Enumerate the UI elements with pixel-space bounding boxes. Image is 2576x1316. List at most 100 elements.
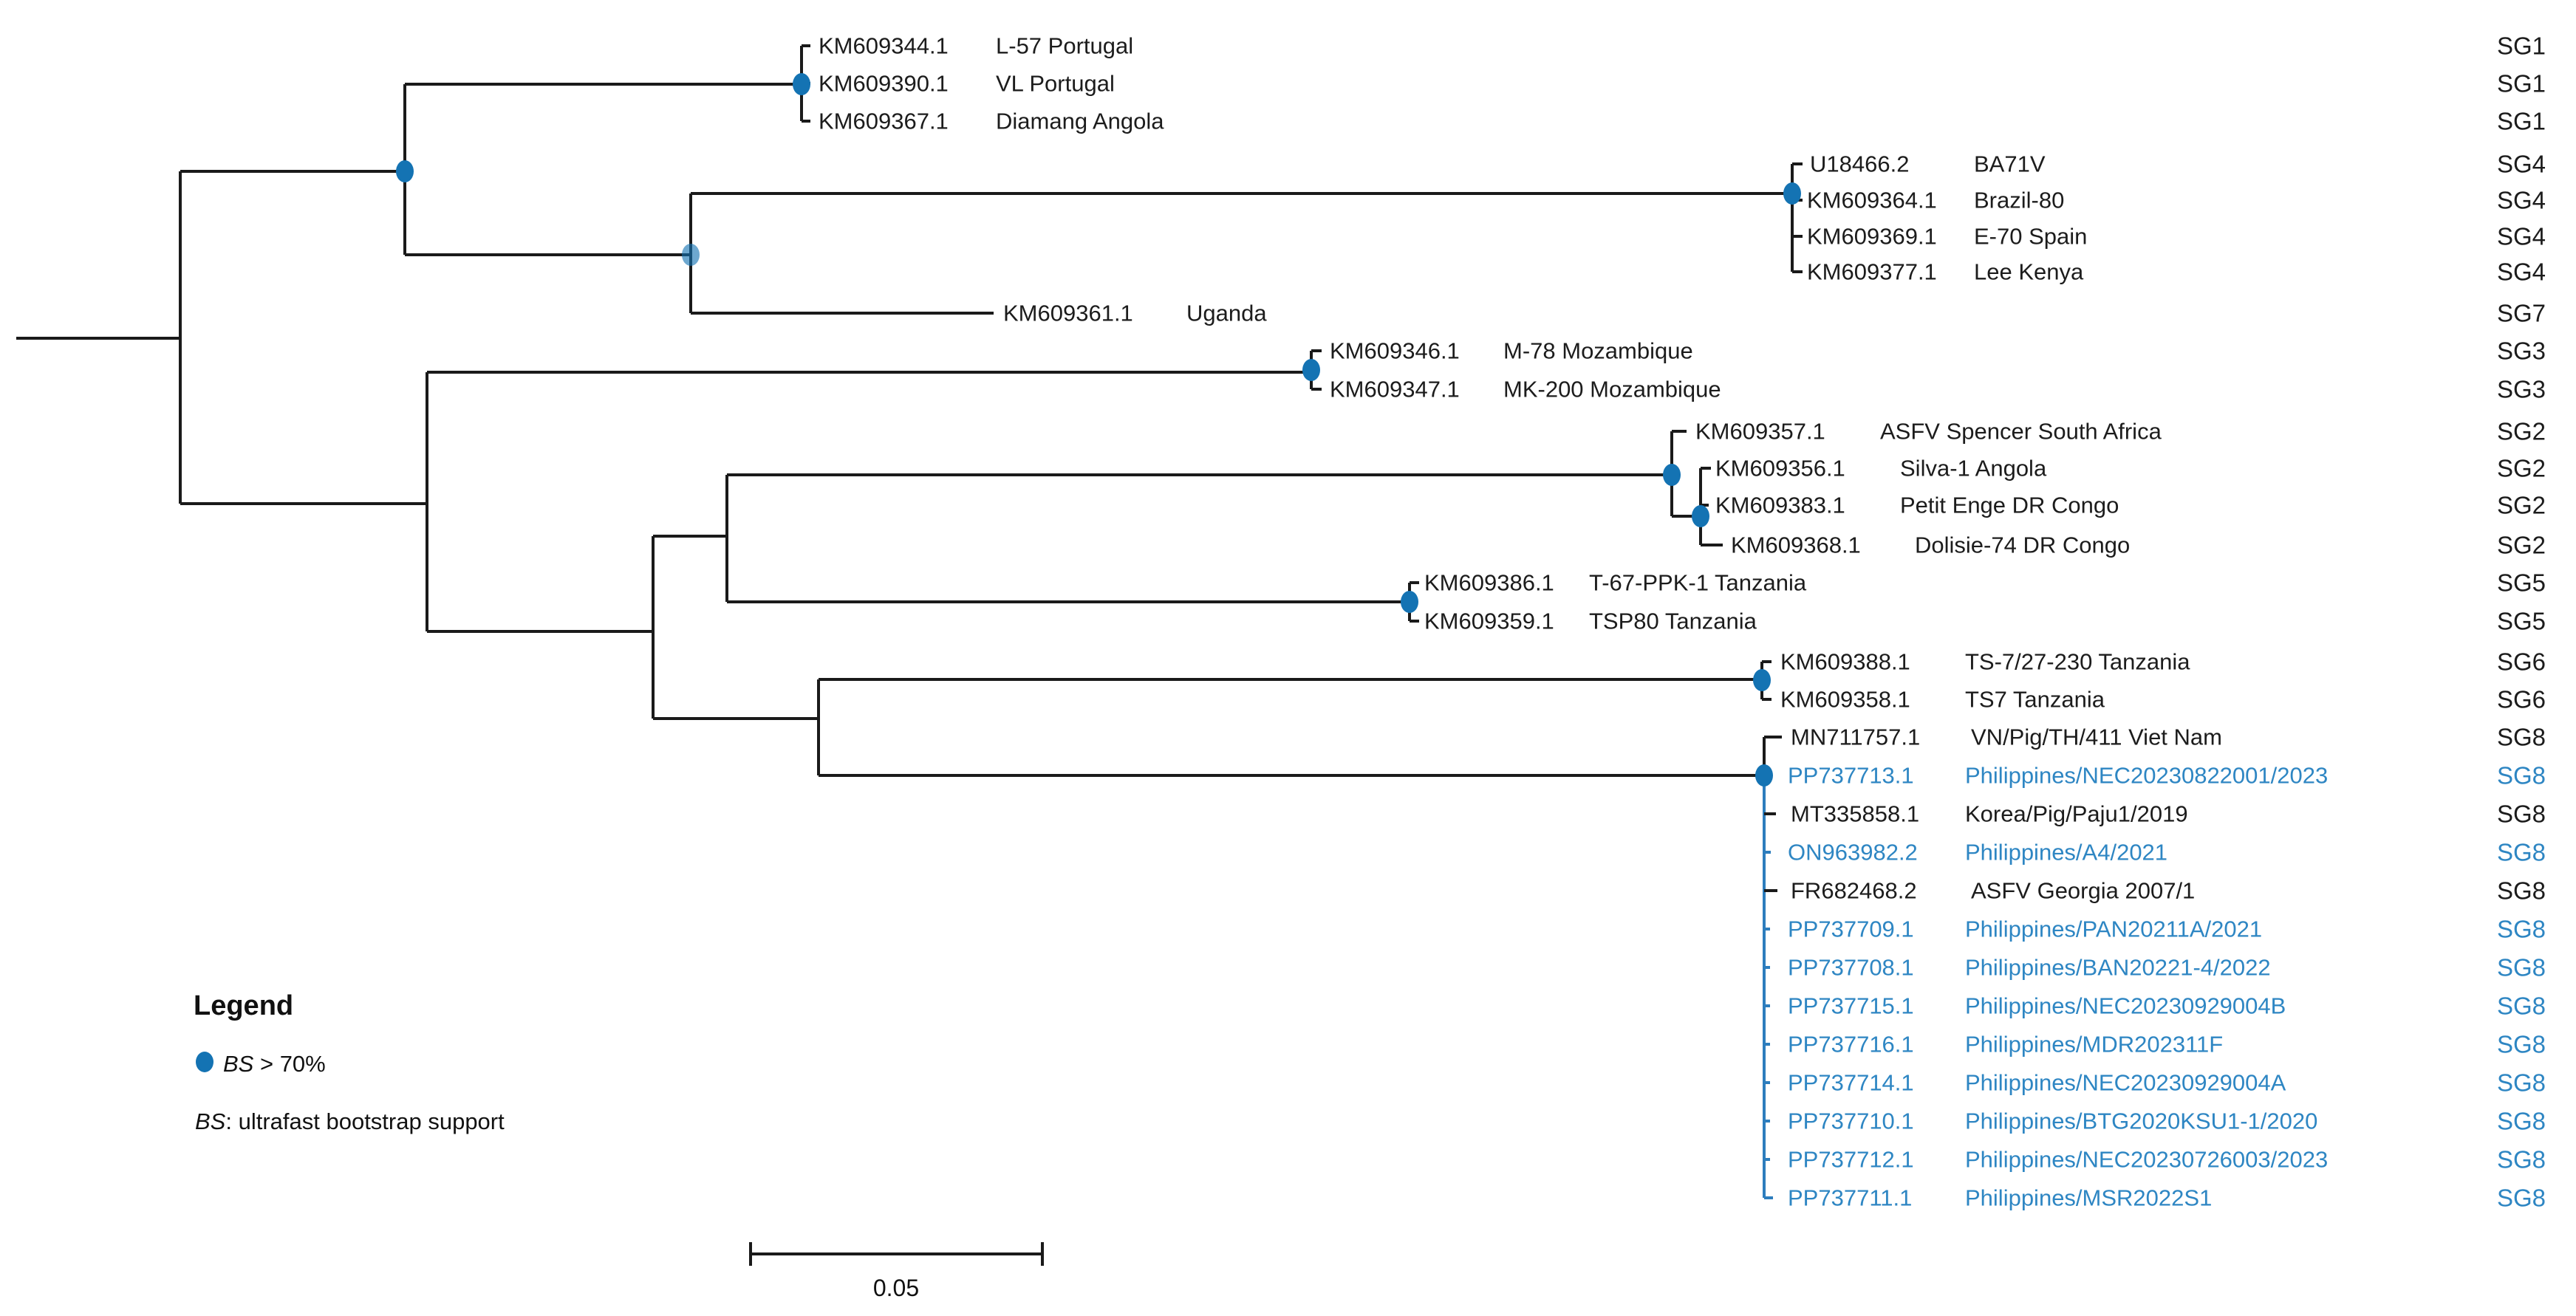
taxon-strain-label: TSP80 Tanzania [1589, 609, 1757, 634]
taxon-accession-label: KM609347.1 [1330, 377, 1460, 402]
taxon-accession-label: KM609388.1 [1780, 649, 1910, 675]
bootstrap-node-dot [1692, 505, 1709, 527]
taxon-accession-label: KM609361.1 [1003, 301, 1133, 326]
legend-bs-term: BS [223, 1051, 254, 1077]
serogroup-label: SG8 [2497, 993, 2546, 1020]
serogroup-label: SG8 [2497, 1185, 2546, 1212]
bootstrap-node-dot [1783, 182, 1801, 205]
taxon-accession-label: KM609390.1 [819, 71, 949, 97]
serogroup-label: SG4 [2497, 258, 2546, 286]
taxon-strain-label: Philippines/NEC20230929004A [1965, 1070, 2286, 1096]
taxon-accession-label: KM609368.1 [1731, 532, 1861, 558]
bootstrap-node-dot [1755, 764, 1773, 786]
taxon-strain-label: Philippines/MDR202311F [1965, 1032, 2223, 1058]
legend-bootstrap-dot-icon [196, 1052, 213, 1072]
scale-bar: 0.05 [749, 1242, 1044, 1301]
taxon-strain-label: TS-7/27-230 Tanzania [1965, 649, 2190, 675]
bootstrap-node-dot [793, 73, 810, 95]
taxon-accession-label: KM609356.1 [1715, 456, 1845, 481]
taxon-accession-label: KM609357.1 [1695, 419, 1825, 445]
taxon-strain-label: Philippines/PAN20211A/2021 [1965, 916, 2262, 942]
bootstrap-node-dot [1663, 464, 1681, 486]
legend-note-rest: : ultrafast bootstrap support [225, 1108, 505, 1134]
serogroup-label: SG8 [2497, 839, 2546, 866]
taxon-strain-label: Philippines/MSR2022S1 [1965, 1185, 2212, 1211]
serogroup-label: SG1 [2497, 70, 2546, 97]
bootstrap-node-dot [1753, 669, 1771, 691]
taxon-strain-label: Philippines/NEC20230929004B [1965, 993, 2286, 1019]
serogroup-label: SG8 [2497, 916, 2546, 943]
serogroup-label: SG2 [2497, 532, 2546, 559]
taxon-strain-label: L-57 Portugal [996, 33, 1133, 59]
bootstrap-node-dot [682, 244, 700, 266]
taxon-accession-label: KM609344.1 [819, 33, 949, 59]
taxon-strain-label: VL Portugal [996, 71, 1115, 97]
serogroup-label: SG8 [2497, 1069, 2546, 1097]
serogroup-label: SG3 [2497, 376, 2546, 403]
taxon-strain-label: Uganda [1186, 301, 1267, 326]
taxon-strain-label: Philippines/BAN20221-4/2022 [1965, 955, 2271, 981]
bootstrap-node-dot [396, 160, 414, 182]
taxon-strain-label: Brazil-80 [1974, 188, 2064, 213]
serogroup-label: SG4 [2497, 223, 2546, 250]
taxon-accession-label: KM609369.1 [1807, 224, 1937, 250]
taxon-accession-label: PP737712.1 [1788, 1147, 1914, 1173]
serogroup-label: SG8 [2497, 801, 2546, 828]
serogroup-label: SG1 [2497, 32, 2546, 60]
legend-bs-note: BS: ultrafast bootstrap support [195, 1108, 505, 1134]
legend-bs-rest: > 70% [253, 1051, 325, 1077]
taxon-accession-label: PP737714.1 [1788, 1070, 1914, 1096]
taxon-accession-label: PP737709.1 [1788, 916, 1914, 942]
serogroup-label: SG8 [2497, 877, 2546, 905]
taxon-accession-label: KM609358.1 [1780, 687, 1910, 713]
serogroup-label: SG5 [2497, 569, 2546, 597]
taxon-accession-label: PP737710.1 [1788, 1108, 1914, 1134]
serogroup-label: SG8 [2497, 1146, 2546, 1173]
taxon-accession-label: PP737715.1 [1788, 993, 1914, 1019]
taxon-accession-label: MN711757.1 [1791, 724, 1920, 750]
taxon-accession-label: FR682468.2 [1791, 878, 1917, 904]
taxon-accession-label: KM609386.1 [1424, 570, 1554, 596]
taxon-accession-label: PP737713.1 [1788, 763, 1914, 789]
taxon-strain-label: T-67-PPK-1 Tanzania [1589, 570, 1807, 596]
serogroup-label: SG8 [2497, 762, 2546, 789]
taxon-accession-label: ON963982.2 [1788, 840, 1918, 866]
serogroup-label: SG5 [2497, 608, 2546, 635]
taxon-accession-label: U18466.2 [1810, 151, 1909, 177]
serogroup-label: SG8 [2497, 724, 2546, 751]
taxon-strain-label: Petit Enge DR Congo [1900, 493, 2119, 518]
taxon-strain-label: Dolisie-74 DR Congo [1915, 532, 2130, 558]
taxon-strain-label: BA71V [1974, 151, 2046, 177]
legend-title: Legend [194, 990, 293, 1021]
taxon-strain-label: Philippines/A4/2021 [1965, 840, 2167, 866]
taxon-accession-label: KM609383.1 [1715, 493, 1845, 518]
bootstrap-node-dot [1401, 591, 1418, 613]
serogroup-label: SG6 [2497, 648, 2546, 676]
taxon-strain-label: Philippines/NEC20230822001/2023 [1965, 763, 2328, 789]
taxon-strain-label: TS7 Tanzania [1965, 687, 2105, 713]
serogroup-label: SG8 [2497, 1031, 2546, 1058]
legend-bs-text: BS > 70% [223, 1051, 326, 1077]
taxon-accession-label: KM609377.1 [1807, 259, 1937, 285]
serogroup-label: SG1 [2497, 108, 2546, 135]
taxon-strain-label: ASFV Spencer South Africa [1880, 419, 2162, 445]
scale-bar-label: 0.05 [873, 1275, 919, 1301]
taxon-accession-label: KM609346.1 [1330, 338, 1460, 364]
serogroup-label: SG6 [2497, 686, 2546, 713]
taxon-strain-label: Silva-1 Angola [1900, 456, 2047, 481]
taxon-accession-label: PP737716.1 [1788, 1032, 1914, 1058]
serogroup-label: SG2 [2497, 418, 2546, 445]
taxon-strain-label: Philippines/NEC20230726003/2023 [1965, 1147, 2328, 1173]
serogroup-label: SG8 [2497, 954, 2546, 981]
taxon-strain-label: MK-200 Mozambique [1503, 377, 1721, 402]
taxon-accession-label: MT335858.1 [1791, 801, 1919, 827]
tree-branches-layer [16, 44, 1803, 1199]
taxon-strain-label: Korea/Pig/Paju1/2019 [1965, 801, 2188, 827]
taxon-accession-label: KM609367.1 [819, 109, 949, 134]
bootstrap-node-dot [1302, 359, 1320, 381]
taxon-strain-label: Diamang Angola [996, 109, 1164, 134]
taxon-strain-label: Philippines/BTG2020KSU1-1/2020 [1965, 1108, 2317, 1134]
serogroup-label: SG2 [2497, 455, 2546, 482]
